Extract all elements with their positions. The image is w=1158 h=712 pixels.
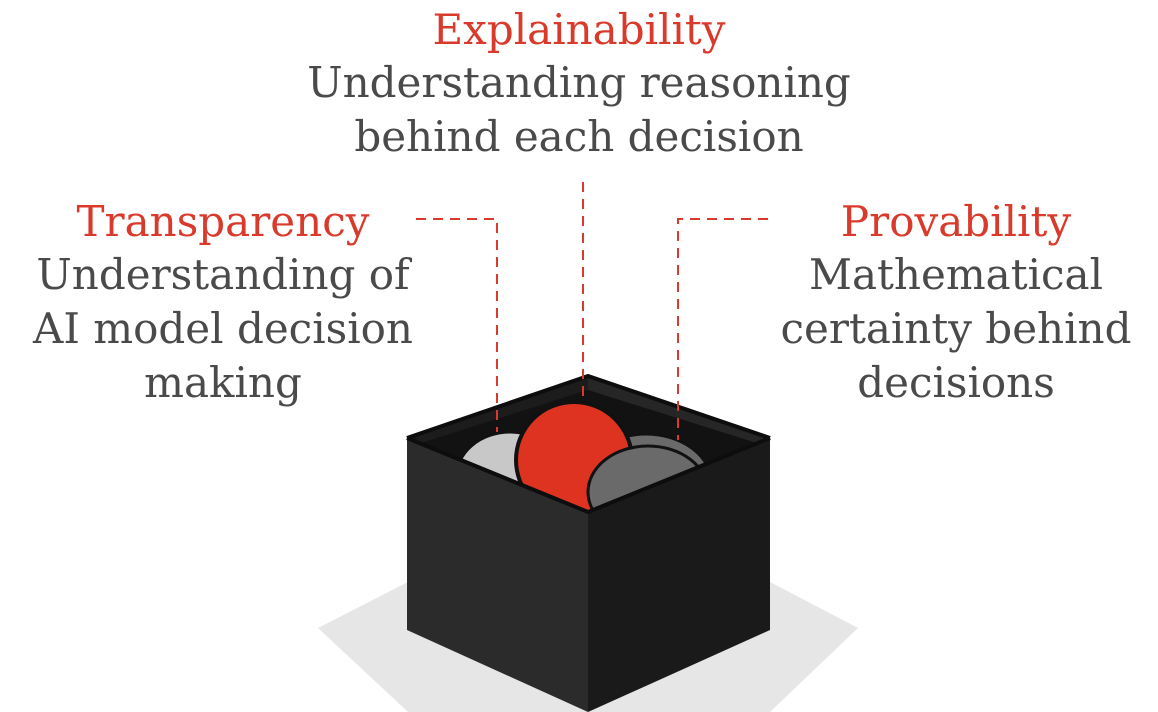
provability-connector bbox=[677, 218, 768, 440]
provability-desc-line-3: decisions bbox=[857, 358, 1055, 407]
transparency-connector bbox=[416, 218, 498, 432]
transparency-block: Transparency Understanding of AI model d… bbox=[0, 196, 446, 410]
transparency-desc-line-1: Understanding of bbox=[36, 250, 410, 299]
box-rim bbox=[406, 436, 771, 515]
box-top-rim bbox=[406, 373, 771, 440]
provability-desc-line-1: Mathematical bbox=[809, 250, 1103, 299]
explainability-desc-line-2: behind each decision bbox=[354, 112, 804, 161]
provability-title: Provability bbox=[840, 197, 1072, 246]
explainability-desc-line-1: Understanding reasoning bbox=[307, 58, 851, 107]
provability-desc-line-2: certainty behind bbox=[780, 304, 1132, 353]
provability-block: Provability Mathematical certainty behin… bbox=[756, 196, 1156, 410]
transparency-title: Transparency bbox=[76, 197, 370, 246]
box-front-right bbox=[588, 438, 770, 712]
box-front-left bbox=[407, 438, 588, 712]
connectors bbox=[416, 182, 768, 440]
explainability-title: Explainability bbox=[432, 5, 726, 54]
explainability-block: Explainability Understanding reasoning b… bbox=[279, 4, 879, 164]
transparency-desc-line-3: making bbox=[144, 358, 302, 407]
transparency-desc-line-2: AI model decision bbox=[33, 304, 413, 353]
